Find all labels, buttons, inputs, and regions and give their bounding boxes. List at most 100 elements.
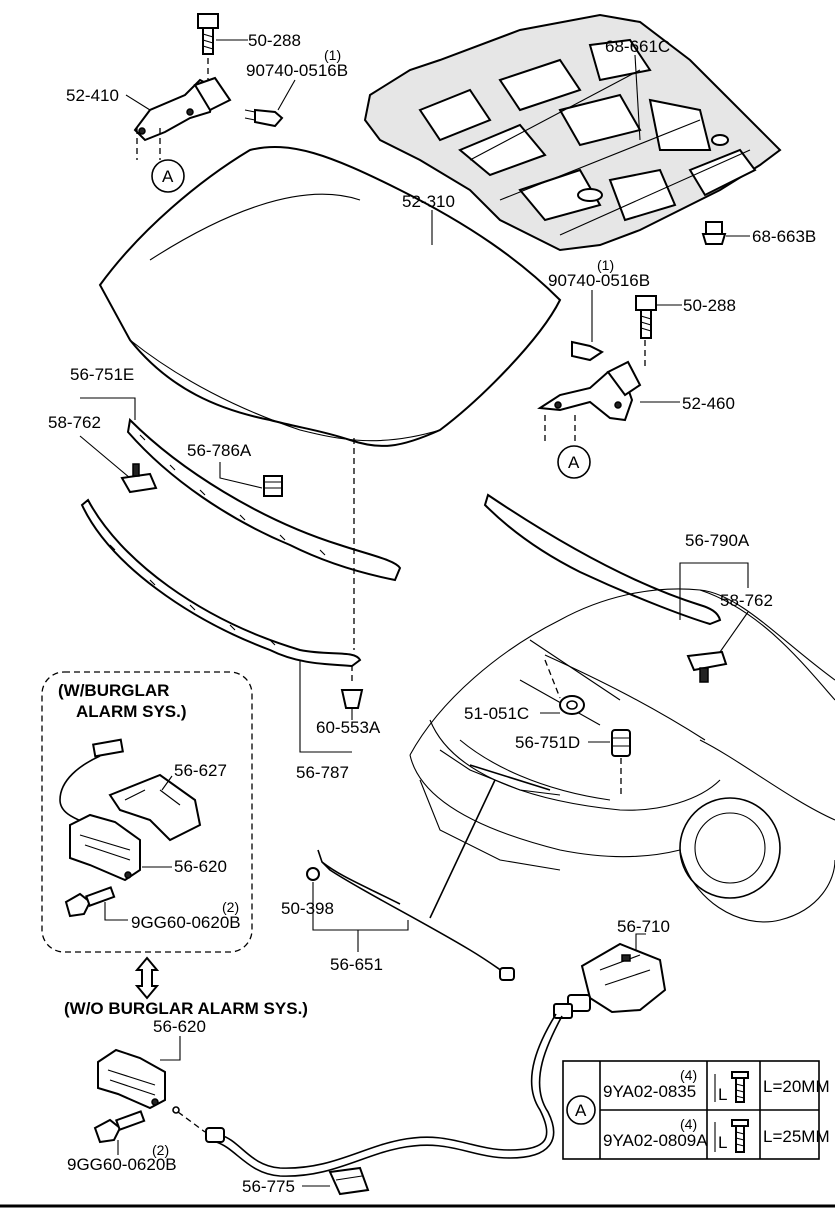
label-56-627: 56-627 xyxy=(174,761,227,780)
dash-cable-latch xyxy=(177,1111,206,1133)
table-row1-part: 9YA02-0835 xyxy=(603,1082,696,1101)
seal-56-787 xyxy=(80,498,362,668)
circle-a-mid xyxy=(557,445,591,479)
clip-56-786a xyxy=(263,475,283,497)
burglar-alarm-box xyxy=(41,671,253,953)
hood-panel-part xyxy=(98,146,562,447)
label-9gg-top: 9GG60-0620B xyxy=(131,913,241,932)
table-row1-length: L=20MM xyxy=(763,1077,830,1096)
label-56-786a: 56-786A xyxy=(187,441,252,460)
cable-end-fitting xyxy=(205,1127,225,1143)
table-row2-length: L=25MM xyxy=(763,1127,830,1146)
cable-end-ball xyxy=(172,1106,180,1114)
clip-58-762-right xyxy=(686,650,728,683)
cable-path-pointer xyxy=(429,779,496,919)
qty-90740-mid: (1) xyxy=(597,257,614,273)
leader-56-790a xyxy=(679,562,749,620)
seal-56-790a xyxy=(483,493,722,626)
label-50-398: 50-398 xyxy=(281,899,334,918)
bolt-9gg-top xyxy=(64,886,116,918)
bolt-50-288-top xyxy=(197,13,219,55)
label-90740-top: 90740-0516B xyxy=(246,61,348,80)
release-cable-main xyxy=(219,1013,557,1169)
table-row2-qty: (4) xyxy=(680,1116,697,1132)
bolt-50-288-mid xyxy=(635,295,657,339)
dash-51-051c xyxy=(544,659,561,699)
circle-a-top xyxy=(151,159,185,193)
label-52-410: 52-410 xyxy=(66,86,119,105)
bolt-9gg-bottom xyxy=(93,1110,146,1144)
seal-dots-e xyxy=(139,434,326,556)
label-60-553a: 60-553A xyxy=(316,718,381,737)
screw-90740-mid xyxy=(571,340,604,362)
leader-58-762-right xyxy=(719,611,749,653)
connector-56-651 xyxy=(499,967,515,981)
grommet-51-051c xyxy=(559,695,585,715)
table-row1-icon-label: L xyxy=(718,1085,727,1104)
bolt-reference-table xyxy=(562,1060,820,1160)
leader-68-661c xyxy=(634,54,641,141)
seal-56-751e xyxy=(126,417,402,582)
qty-90740-top: (1) xyxy=(324,47,341,63)
leader-56-651 xyxy=(312,882,409,931)
cable-56-651 xyxy=(317,849,509,976)
release-lever-56-710 xyxy=(553,942,667,1019)
clip-68-663b xyxy=(701,221,727,245)
hinge-52-410 xyxy=(133,76,232,142)
leader-9gg-top xyxy=(104,902,128,921)
table-key-a: A xyxy=(575,1101,587,1120)
label-68-663b: 68-663B xyxy=(752,227,816,246)
cable-under-hood xyxy=(469,764,551,791)
leader-56-751e xyxy=(80,397,136,420)
table-row2-part: 9YA02-0809A xyxy=(603,1131,708,1150)
leader-52-410 xyxy=(125,94,151,111)
leader-56-627 xyxy=(161,775,173,791)
leader-56-620-bottom xyxy=(160,1036,181,1061)
burglar-note-line2: ALARM SYS.) xyxy=(76,702,187,721)
qty-9gg-top: (2) xyxy=(222,899,239,915)
label-9gg-bottom: 9GG60-0620B xyxy=(67,1155,177,1174)
double-arrow-icon xyxy=(134,956,160,1000)
label-68-661c: 68-661C xyxy=(605,37,670,56)
burglar-note-line1: (W/BURGLAR xyxy=(58,681,169,700)
label-56-651: 56-651 xyxy=(330,955,383,974)
label-50-288-mid: 50-288 xyxy=(683,296,736,315)
label-56-787: 56-787 xyxy=(296,763,349,782)
cable-56-651-inner xyxy=(321,861,401,905)
release-cable-outer xyxy=(215,1015,563,1177)
label-56-620-bottom: 56-620 xyxy=(153,1017,206,1036)
leader-56-786a xyxy=(219,462,263,489)
label-58-762-right: 58-762 xyxy=(720,591,773,610)
wo-burglar-note: (W/O BURGLAR ALARM SYS.) xyxy=(64,999,308,1018)
label-56-751d: 56-751D xyxy=(515,733,580,752)
qty-9gg-bottom: (2) xyxy=(152,1142,169,1158)
leader-90740-top xyxy=(277,79,296,111)
seal-dots-787 xyxy=(109,544,276,646)
label-52-460: 52-460 xyxy=(682,394,735,413)
table-row2-icon-label: L xyxy=(718,1133,727,1152)
screw-90740-top xyxy=(244,108,284,128)
clip-50-398 xyxy=(306,867,320,881)
bolt-icon xyxy=(714,1071,749,1103)
clip-58-762-left xyxy=(120,463,158,494)
label-51-051c: 51-051C xyxy=(464,704,529,723)
label-52-310: 52-310 xyxy=(402,192,455,211)
latch-56-620-bottom xyxy=(97,1048,166,1110)
latch-56-620-top xyxy=(69,813,141,882)
label-90740-mid: 90740-0516B xyxy=(548,271,650,290)
table-row1-qty: (4) xyxy=(680,1067,697,1083)
label-56-775: 56-775 xyxy=(242,1177,295,1196)
clip-60-553a xyxy=(340,689,364,709)
label-50-288-top: 50-288 xyxy=(248,31,301,50)
label-56-710: 56-710 xyxy=(617,917,670,936)
clip-56-775 xyxy=(328,1166,370,1196)
label-58-762-left: 58-762 xyxy=(48,413,101,432)
bumper-56-751d xyxy=(611,729,631,757)
hood-insulator-part xyxy=(363,13,782,252)
car-front-body xyxy=(409,588,835,923)
leader-56-710 xyxy=(635,933,646,950)
label-56-751e: 56-751E xyxy=(70,365,134,384)
hinge-52-460 xyxy=(537,360,642,422)
